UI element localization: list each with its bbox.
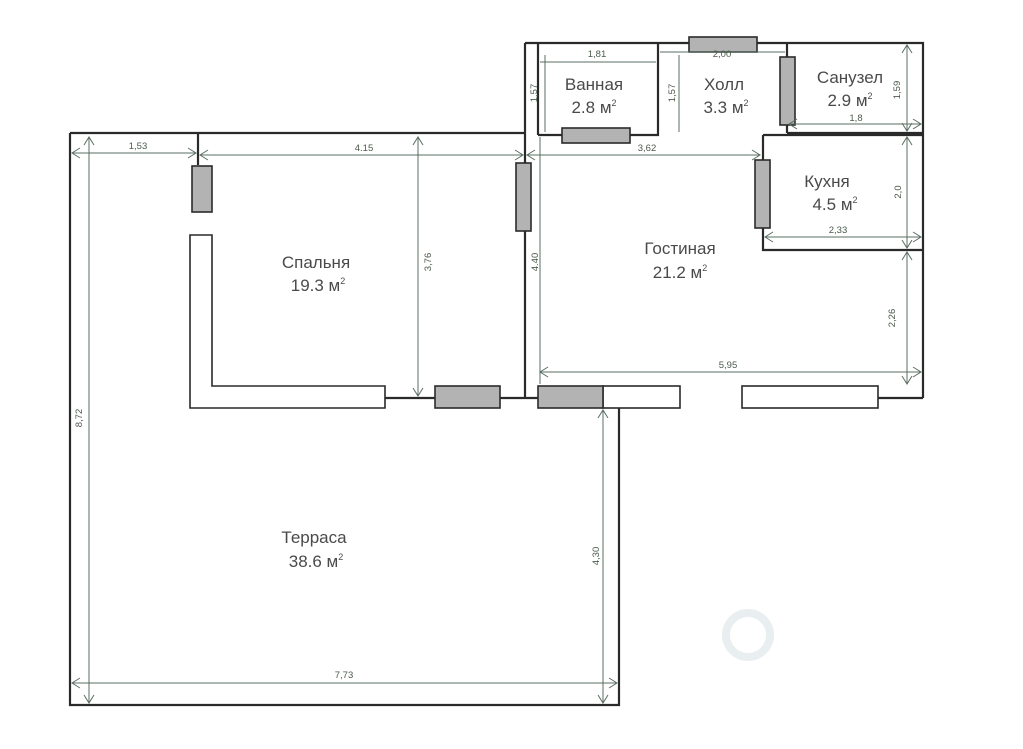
room-living-area: 21.2 м2 bbox=[653, 263, 708, 282]
dim-wc-height: 1,59 bbox=[892, 81, 903, 100]
thick-walls bbox=[189, 234, 879, 409]
room-bathroom: Ванная 2.8 м2 bbox=[565, 75, 623, 117]
room-bedroom-area: 19.3 м2 bbox=[291, 276, 346, 295]
dim-bath-width: 1,81 bbox=[588, 49, 607, 60]
dim-living-right-height: 2,26 bbox=[887, 309, 898, 328]
room-wc-area: 2.9 м2 bbox=[827, 91, 872, 110]
dim-kitchen-width: 2,33 bbox=[829, 225, 848, 236]
watermark bbox=[722, 609, 774, 661]
dim-terrace-height: 8,72 bbox=[74, 409, 85, 428]
dim-kitchen-height: 2,0 bbox=[893, 185, 904, 198]
dim-living-width: 5,95 bbox=[719, 360, 738, 371]
room-hall-area: 3.3 м2 bbox=[703, 98, 748, 117]
window-kitchen bbox=[754, 159, 771, 229]
window-bath bbox=[561, 127, 631, 144]
dim-bath-height: 1,57 bbox=[529, 84, 540, 103]
dim-hall-height: 1,57 bbox=[667, 84, 678, 103]
window-living-bottom bbox=[537, 385, 604, 409]
dim-terrace-width: 7,73 bbox=[335, 670, 354, 681]
dimension-lines bbox=[71, 44, 922, 704]
dim-hall-width: 2,00 bbox=[713, 49, 732, 60]
room-wc: Санузел 2.9 м2 bbox=[817, 68, 883, 110]
dim-bedroom-width: 4.15 bbox=[355, 143, 374, 154]
dim-wc-width: 1,8 bbox=[849, 113, 862, 124]
room-kitchen-area: 4.5 м2 bbox=[812, 195, 857, 214]
dim-terrace-left-top: 1,53 bbox=[129, 141, 148, 152]
room-terrace-area: 38.6 м2 bbox=[289, 552, 344, 571]
room-kitchen-name: Кухня bbox=[804, 172, 850, 191]
dim-living-width-top: 3,62 bbox=[638, 143, 657, 154]
room-terrace-name: Терраса bbox=[281, 528, 347, 547]
window-bedroom-left bbox=[191, 165, 213, 213]
room-terrace: Терраса 38.6 м2 bbox=[281, 528, 347, 571]
room-bathroom-area: 2.8 м2 bbox=[571, 98, 616, 117]
room-hall-name: Холл bbox=[704, 75, 744, 94]
room-living-name: Гостиная bbox=[644, 239, 715, 258]
dim-living-height: 4.40 bbox=[530, 253, 541, 272]
room-kitchen: Кухня 4.5 м2 bbox=[804, 172, 857, 214]
room-labels: Ванная 2.8 м2 Холл 3.3 м2 Санузел 2.9 м2… bbox=[281, 68, 883, 571]
room-bedroom-name: Спальня bbox=[282, 253, 350, 272]
room-living: Гостиная 21.2 м2 bbox=[644, 239, 715, 282]
room-wc-name: Санузел bbox=[817, 68, 883, 87]
dim-bedroom-height: 3,76 bbox=[423, 253, 434, 272]
room-bathroom-name: Ванная bbox=[565, 75, 623, 94]
dim-terrace-right-height: 4,30 bbox=[591, 547, 602, 566]
window-bedroom-bottom bbox=[434, 385, 501, 409]
window-living bbox=[515, 162, 532, 232]
dimension-labels: 1,81 1,57 1,57 2,00 1,8 1,59 3,62 2,33 2… bbox=[74, 49, 904, 681]
room-hall: Холл 3.3 м2 bbox=[703, 75, 748, 117]
window-wc bbox=[779, 56, 796, 126]
room-bedroom: Спальня 19.3 м2 bbox=[282, 253, 350, 295]
windows bbox=[191, 36, 796, 409]
